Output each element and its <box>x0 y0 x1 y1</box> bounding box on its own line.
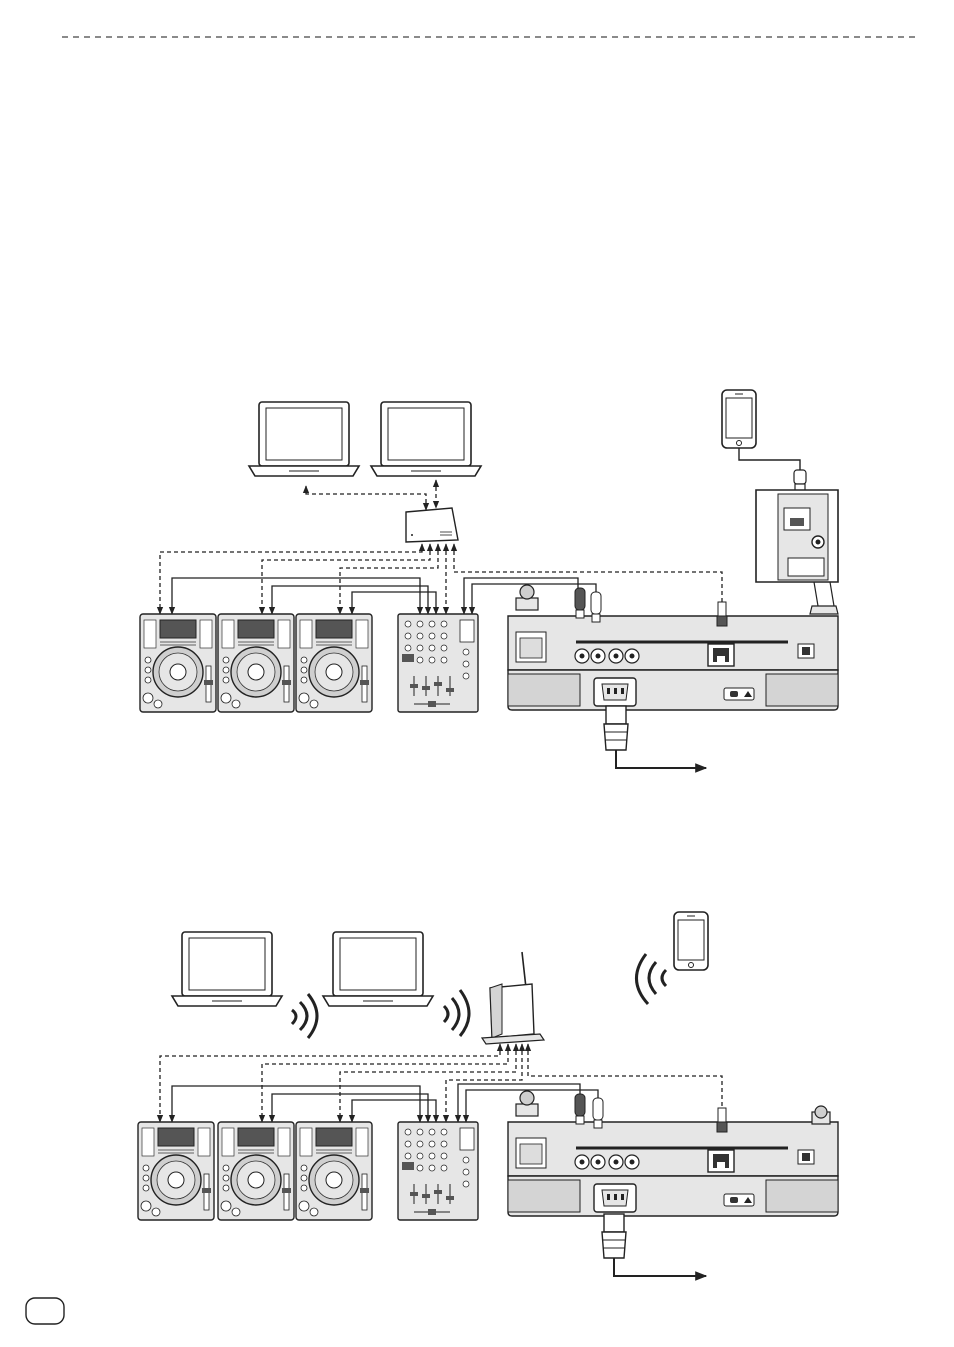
network-hub-icon <box>406 508 458 542</box>
ac-plug-icon <box>604 706 628 762</box>
cdj-player-icon <box>218 1122 294 1220</box>
laptop-icon <box>249 402 359 476</box>
cdj-player-icon <box>138 1122 214 1220</box>
rca-plug-icon <box>591 592 601 622</box>
laptop-icon <box>371 402 481 476</box>
cdj-player-icon <box>140 614 216 712</box>
rear-knob <box>812 1106 830 1124</box>
rca-plug-icon <box>593 1098 603 1128</box>
language-badge <box>26 1298 64 1324</box>
player-rear-panel <box>508 1091 838 1216</box>
rca-plug-icon <box>575 1094 585 1124</box>
ac-plug-icon <box>602 1214 626 1270</box>
smartphone-icon <box>722 390 756 448</box>
smartphone-icon <box>674 912 708 970</box>
lan-plug-icon <box>717 602 727 626</box>
wireless-router-icon <box>482 952 544 1044</box>
laptop-icon <box>172 932 282 1006</box>
cdj-player-icon <box>296 1122 372 1220</box>
cdj-player-icon <box>218 614 294 712</box>
lan-plug-icon <box>717 1108 727 1132</box>
dj-mixer-icon <box>398 614 478 712</box>
wireless-setup-diagram <box>138 912 838 1276</box>
wired-setup-diagram <box>140 390 838 768</box>
player-rear-panel <box>508 585 838 710</box>
usb-port-inset <box>756 490 838 614</box>
cdj-player-icon <box>296 614 372 712</box>
dj-mixer-icon <box>398 1122 478 1220</box>
rca-plug-icon <box>575 588 585 618</box>
laptop-icon <box>323 932 433 1006</box>
